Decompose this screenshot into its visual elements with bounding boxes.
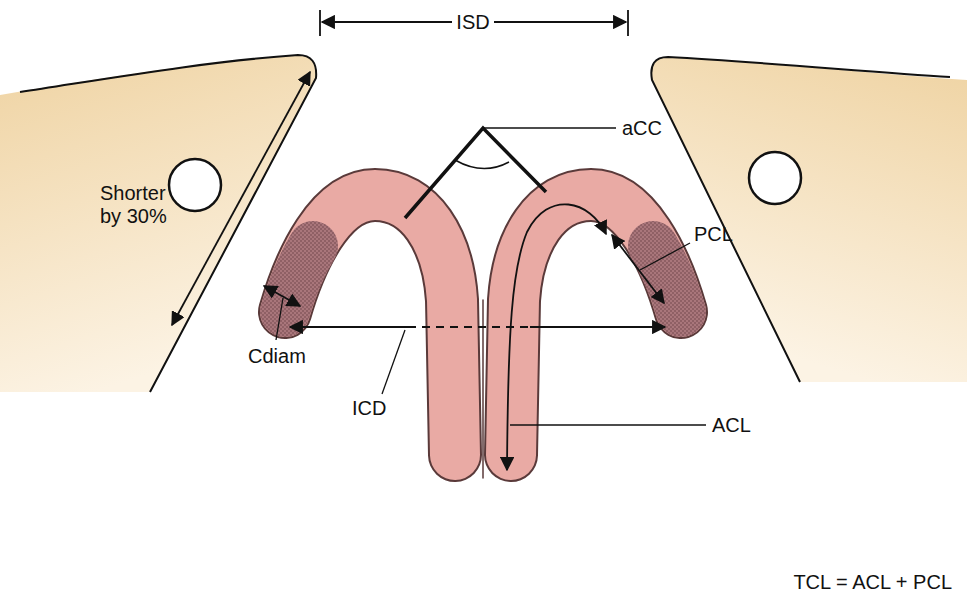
leaflets [285, 195, 681, 478]
formula-note: TCL = ACL + PCL [793, 571, 952, 594]
dimension-label: PCL [694, 223, 733, 246]
angle-label: aCC [622, 117, 662, 140]
dimension-label: ACL [712, 414, 751, 437]
dimension-label: ICD [352, 397, 386, 420]
dimension-label: Shorter by 30% [100, 182, 180, 228]
right-hole [749, 152, 801, 204]
left-wall [0, 55, 316, 392]
dimension-label: ISD [452, 11, 493, 34]
right-wall [651, 57, 967, 382]
dimension-label: Cdiam [248, 345, 306, 368]
left-hole [169, 159, 221, 211]
